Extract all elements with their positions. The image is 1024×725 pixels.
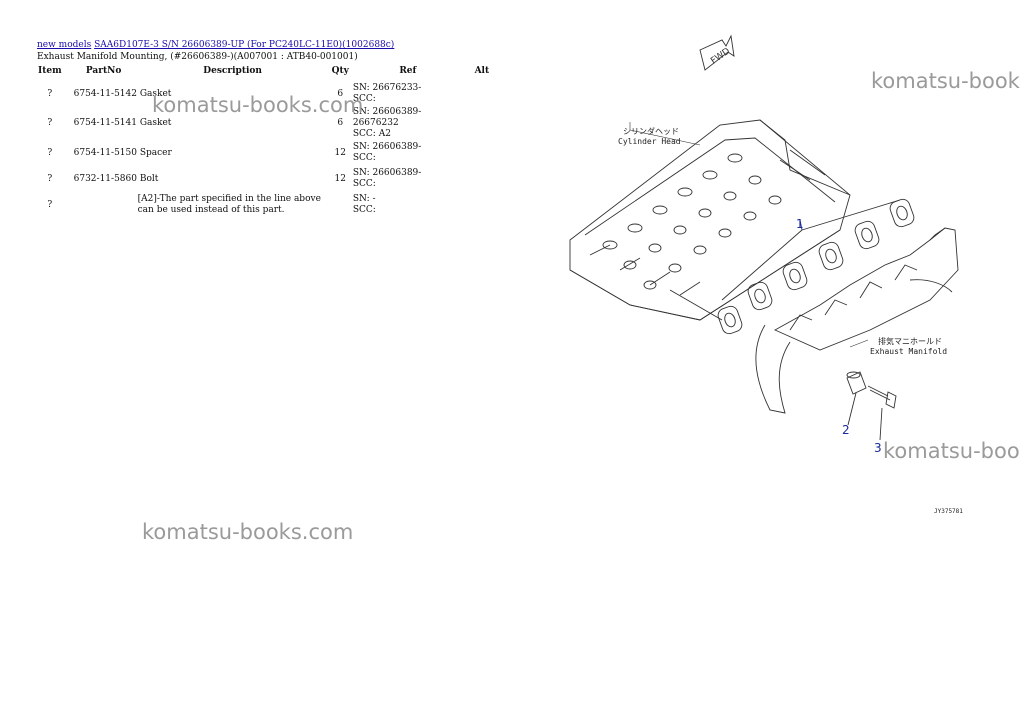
- cell-qty: 6: [337, 88, 344, 99]
- breadcrumb-link-new-models[interactable]: new models: [37, 40, 92, 50]
- cell-part-desc: 6754-11-5142 Gasket: [64, 81, 330, 107]
- exploded-parts-diagram: FWD: [569, 34, 963, 515]
- drawing-code: JY375781: [934, 508, 963, 515]
- exhaust-manifold-label: Exhaust Manifold: [870, 347, 947, 356]
- watermark-top-left: komatsu-books.com: [152, 93, 364, 117]
- watermark-bottom-left: komatsu-books.com: [142, 520, 354, 544]
- parts-table: Item PartNo Description Qty Ref Alt ? 67…: [36, 64, 499, 218]
- ref-scc: SCC:: [352, 205, 376, 215]
- cylinder-head-label: Cylinder Head: [618, 137, 681, 146]
- ref-sn: SN: 26676233-: [352, 83, 422, 93]
- cell-ref: SN: -SCC:: [351, 192, 465, 218]
- cell-description: [A2]-The part specified in the line abov…: [136, 192, 330, 218]
- note-line-2: can be used instead of this part.: [137, 205, 285, 215]
- watermark-right: komatsu-boo: [883, 439, 1020, 463]
- header-qty: Qty: [331, 66, 349, 76]
- header-alt: Alt: [474, 66, 490, 76]
- page-title: Exhaust Manifold Mounting, (#26606389-)(…: [37, 52, 358, 62]
- cell-partno: [64, 192, 136, 218]
- cell-item: ?: [47, 88, 53, 99]
- cell-partno: 6754-11-5150: [73, 147, 137, 158]
- cell-description: Gasket: [139, 118, 172, 128]
- cell-alt: [465, 140, 499, 166]
- cell-qty: 6: [337, 118, 344, 128]
- cell-alt: [465, 81, 499, 107]
- table-row: ? 6754-11-5142 Gasket 6 SN: 26676233-SCC…: [36, 81, 499, 107]
- cell-partno: 6754-11-5142: [73, 88, 137, 99]
- ref-sn: SN: -: [352, 194, 376, 204]
- cell-alt: [465, 192, 499, 218]
- header-ref: Ref: [399, 66, 417, 76]
- spacer-drawing: [846, 371, 867, 426]
- ref-scc: SCC:: [352, 94, 376, 104]
- cell-item: ?: [47, 199, 53, 210]
- cell-part-desc: 6754-11-5150 Spacer: [64, 140, 330, 166]
- cell-ref: SN: 26676233-SCC:: [351, 81, 465, 107]
- cell-item: ?: [47, 118, 53, 128]
- ref-scc: SCC:: [352, 153, 376, 163]
- ref-scc: SCC: A2: [352, 129, 391, 139]
- cell-partno: 6754-11-5141: [73, 118, 137, 128]
- cell-description: Bolt: [139, 173, 159, 184]
- table-row: ? 6732-11-5860 Bolt 12 SN: 26606389-SCC:: [36, 166, 499, 192]
- callout-3: 3: [874, 441, 882, 455]
- header-item: Item: [38, 66, 62, 76]
- bolt-drawing: [867, 385, 897, 441]
- exhaust-manifold-jp-label: 排気マニホールド: [878, 336, 942, 346]
- cell-item: ?: [47, 173, 53, 184]
- table-row: ? 6754-11-5150 Spacer 12 SN: 26606389-SC…: [36, 140, 499, 166]
- exhaust-manifold-drawing: [755, 227, 959, 414]
- cell-ref: SN: 26606389-SCC:: [351, 140, 465, 166]
- cell-qty: [330, 192, 351, 218]
- ref-sn: SN: 26606389-: [352, 168, 422, 178]
- watermark-top-right: komatsu-book: [871, 69, 1020, 93]
- cell-partno: 6732-11-5860: [73, 173, 137, 184]
- breadcrumb-link-engine-model[interactable]: SAA6D107E-3 S/N 26606389-UP (For PC240LC…: [94, 40, 395, 50]
- cell-ref: SN: 26606389-SCC:: [351, 166, 465, 192]
- cylinder-head-jp-label: シリンダヘッド: [623, 126, 679, 136]
- cell-item: ?: [47, 147, 53, 158]
- fwd-arrow-icon: FWD: [699, 34, 735, 71]
- cell-alt: [465, 107, 499, 140]
- table-row: ? 6754-11-5141 Gasket 6 SN: 26606389-266…: [36, 107, 499, 140]
- cell-part-desc: 6754-11-5141 Gasket: [64, 107, 330, 140]
- cell-alt: [465, 166, 499, 192]
- gasket-row: [669, 198, 915, 335]
- note-line-1: [A2]-The part specified in the line abov…: [137, 194, 321, 204]
- table-row: ? [A2]-The part specified in the line ab…: [36, 192, 499, 218]
- fwd-label: FWD: [709, 46, 732, 66]
- ref-sn: SN: 26606389-: [352, 142, 422, 152]
- ref-sn: SN: 26606389-26676232: [352, 107, 422, 128]
- header-partno: PartNo: [85, 66, 122, 76]
- header-description: Description: [203, 66, 262, 76]
- callout-2: 2: [842, 423, 850, 437]
- table-header-row: Item PartNo Description Qty Ref Alt: [36, 64, 499, 81]
- cell-qty: 12: [334, 147, 346, 158]
- breadcrumb: new models SAA6D107E-3 S/N 26606389-UP (…: [37, 39, 394, 51]
- cell-qty: 12: [334, 173, 346, 184]
- callout-1: 1: [796, 217, 804, 231]
- cell-part-desc: 6732-11-5860 Bolt: [64, 166, 330, 192]
- cylinder-head-drawing: [569, 119, 851, 321]
- cell-description: Gasket: [139, 88, 172, 99]
- cell-description: Spacer: [139, 147, 172, 158]
- ref-scc: SCC:: [352, 179, 376, 189]
